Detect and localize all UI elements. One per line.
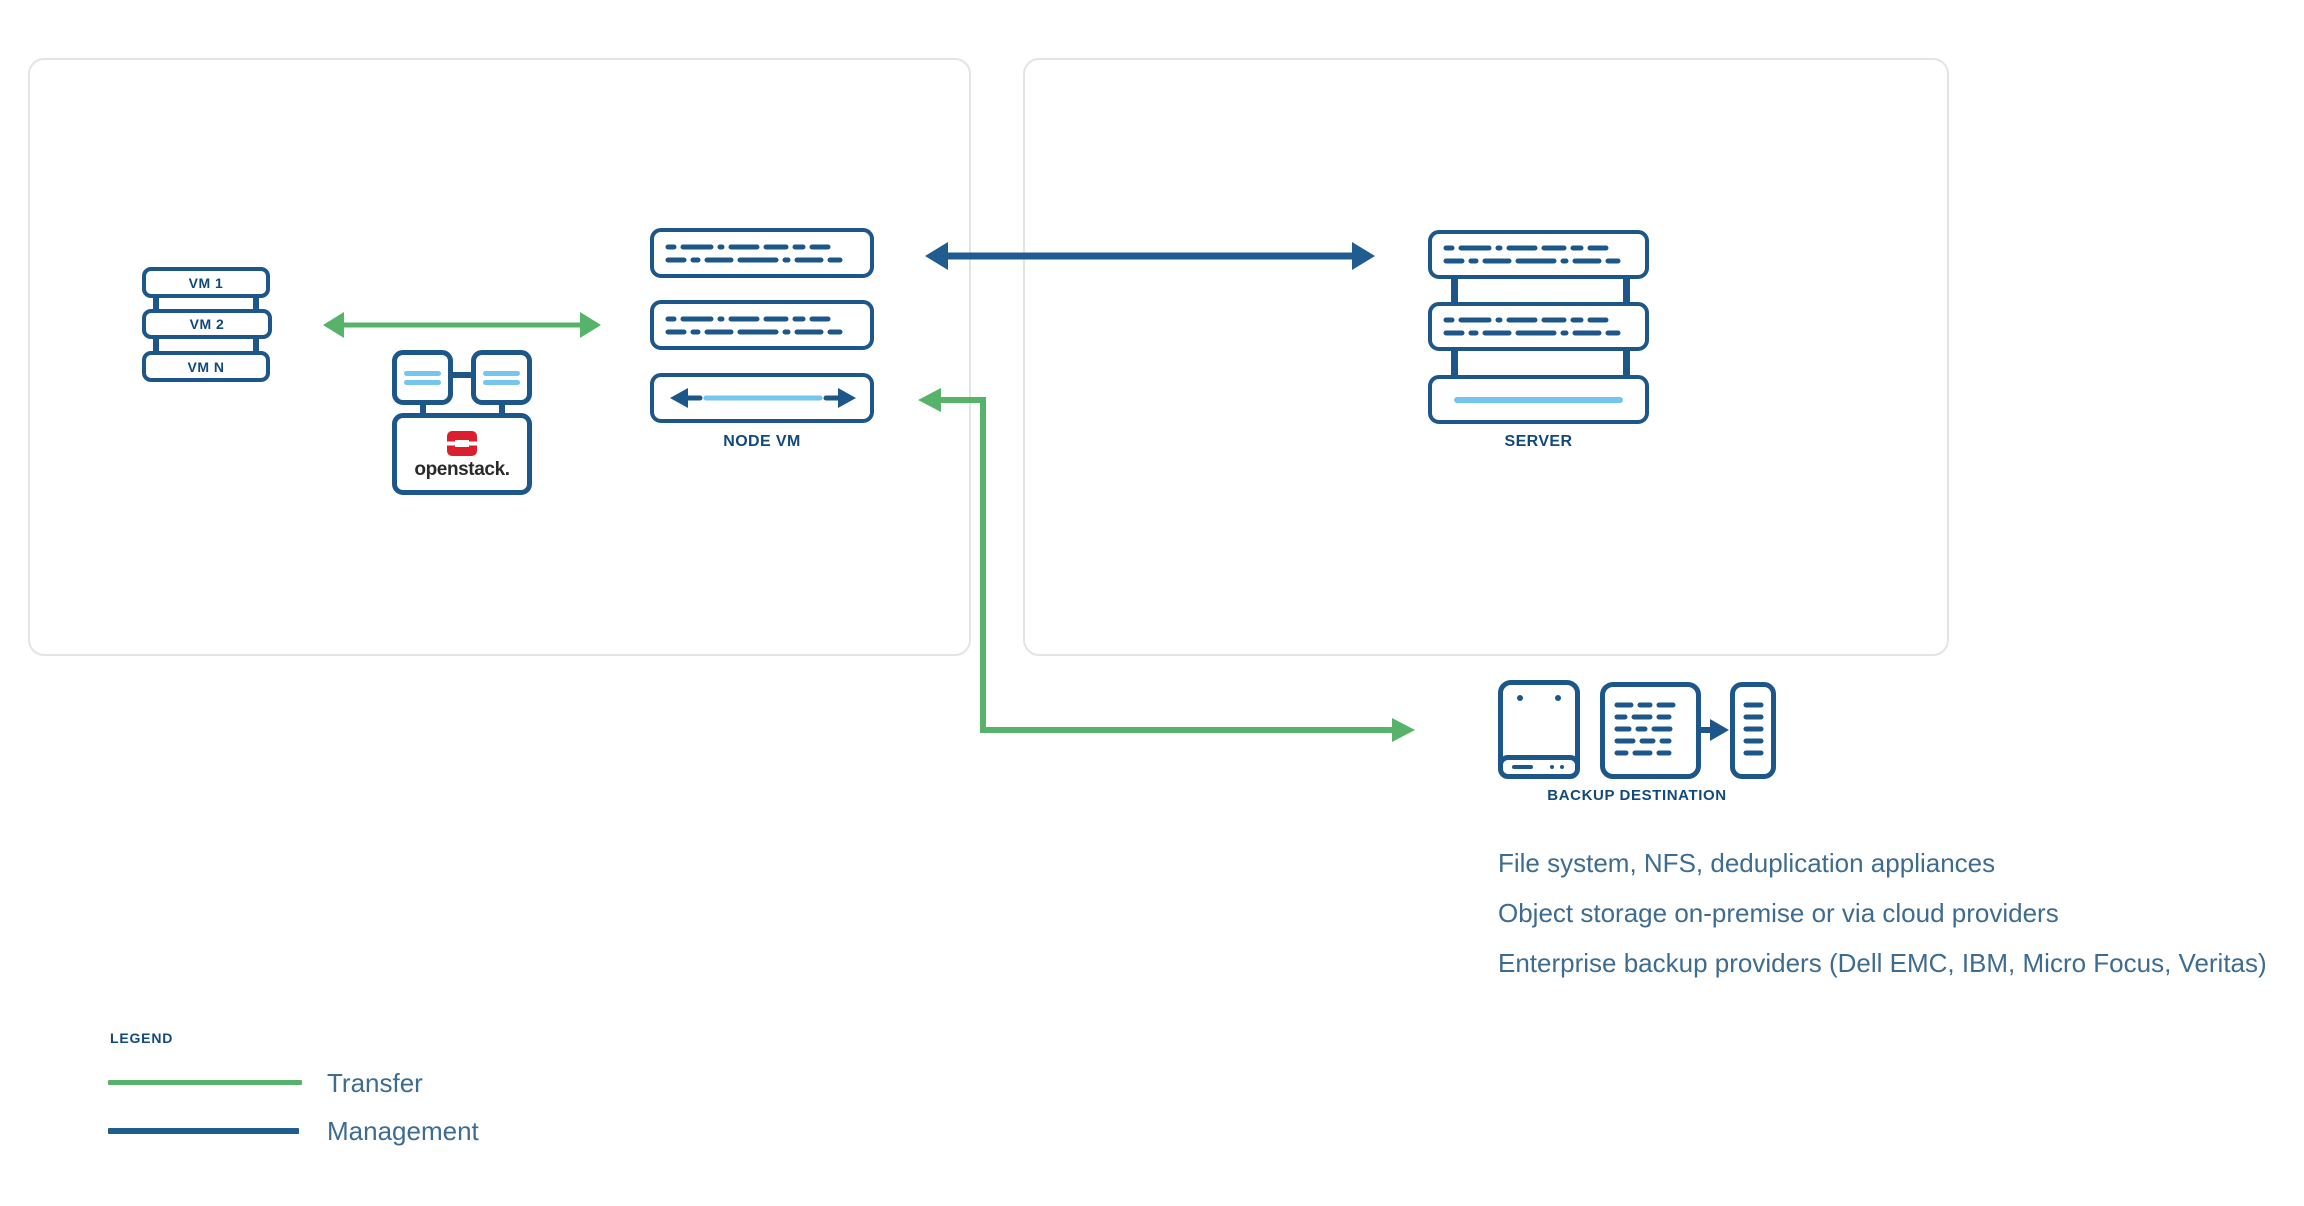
server-lines — [665, 244, 859, 263]
openstack-node-icon — [392, 350, 453, 405]
backup-transfer-arrow — [918, 388, 1415, 742]
legend-title: LEGEND — [110, 1030, 174, 1046]
storage-appliance-icon — [1498, 680, 1580, 779]
legend-management-label: Management — [327, 1116, 479, 1146]
transfer-arrow — [323, 312, 601, 338]
vm-connector — [253, 334, 259, 356]
server-connector — [1451, 272, 1458, 306]
server-line — [1454, 397, 1623, 403]
server-box — [1428, 230, 1649, 279]
sled-dot — [1550, 765, 1554, 769]
bidirectional-io-icon — [670, 388, 856, 408]
server-connector — [1451, 345, 1458, 379]
vm-box-2: VM 2 — [142, 309, 272, 339]
legend-management-line — [108, 1128, 299, 1134]
vm-connector — [153, 334, 159, 356]
node-line — [404, 379, 441, 385]
screw-dot — [1555, 695, 1561, 701]
legend-transfer-line — [108, 1080, 302, 1085]
openstack-wordmark: openstack. — [414, 458, 510, 480]
openstack-connector — [499, 400, 505, 416]
vm-connector — [153, 293, 159, 315]
dedup-storage-icon — [1600, 682, 1701, 779]
server-box — [1428, 375, 1649, 424]
node-vm-box — [650, 300, 874, 350]
vm-box-n: VM N — [142, 351, 270, 382]
legend-transfer-label: Transfer — [327, 1068, 423, 1098]
openstack-connector — [420, 400, 426, 416]
right-panel — [1023, 58, 1949, 656]
archive-lines — [1743, 702, 1764, 756]
openstack-node-icon — [471, 350, 532, 405]
server-box — [1428, 302, 1649, 351]
vm-connector — [253, 293, 259, 315]
backup-notes: File system, NFS, deduplication applianc… — [1498, 838, 2267, 988]
server-caption: SERVER — [1504, 433, 1573, 450]
server-lines — [1443, 317, 1634, 336]
dedup-to-archive-arrow — [1700, 719, 1729, 741]
server-lines — [1443, 245, 1634, 264]
node-line — [404, 370, 441, 376]
sled-dash — [1512, 765, 1533, 769]
note-line: File system, NFS, deduplication applianc… — [1498, 848, 1996, 878]
note-line: Enterprise backup providers (Dell EMC, I… — [1498, 948, 2267, 978]
vm-box-1: VM 1 — [142, 267, 270, 298]
node-vm-box — [650, 228, 874, 278]
openstack-logo-icon — [446, 430, 478, 456]
vm-label: VM 2 — [189, 316, 225, 332]
node-vm-box — [650, 373, 874, 423]
server-connector — [1623, 345, 1630, 379]
data-lines — [1614, 702, 1689, 756]
node-line — [483, 370, 520, 376]
sled-dot — [1560, 765, 1564, 769]
vm-label: VM N — [187, 358, 225, 375]
note-line: Object storage on-premise or via cloud p… — [1498, 898, 2059, 928]
screw-dot — [1517, 695, 1523, 701]
server-lines — [665, 316, 859, 335]
openstack-connector — [450, 372, 474, 378]
node-line — [483, 379, 520, 385]
server-connector — [1623, 272, 1630, 306]
drive-sled — [1498, 755, 1580, 779]
backup-destination-caption: BACKUP DESTINATION — [1547, 787, 1727, 804]
tape-archive-icon — [1730, 682, 1776, 779]
management-arrow — [925, 242, 1375, 270]
openstack-box: openstack. — [392, 413, 532, 495]
vm-label: VM 1 — [188, 274, 224, 291]
node-vm-caption: NODE VM — [723, 433, 801, 450]
